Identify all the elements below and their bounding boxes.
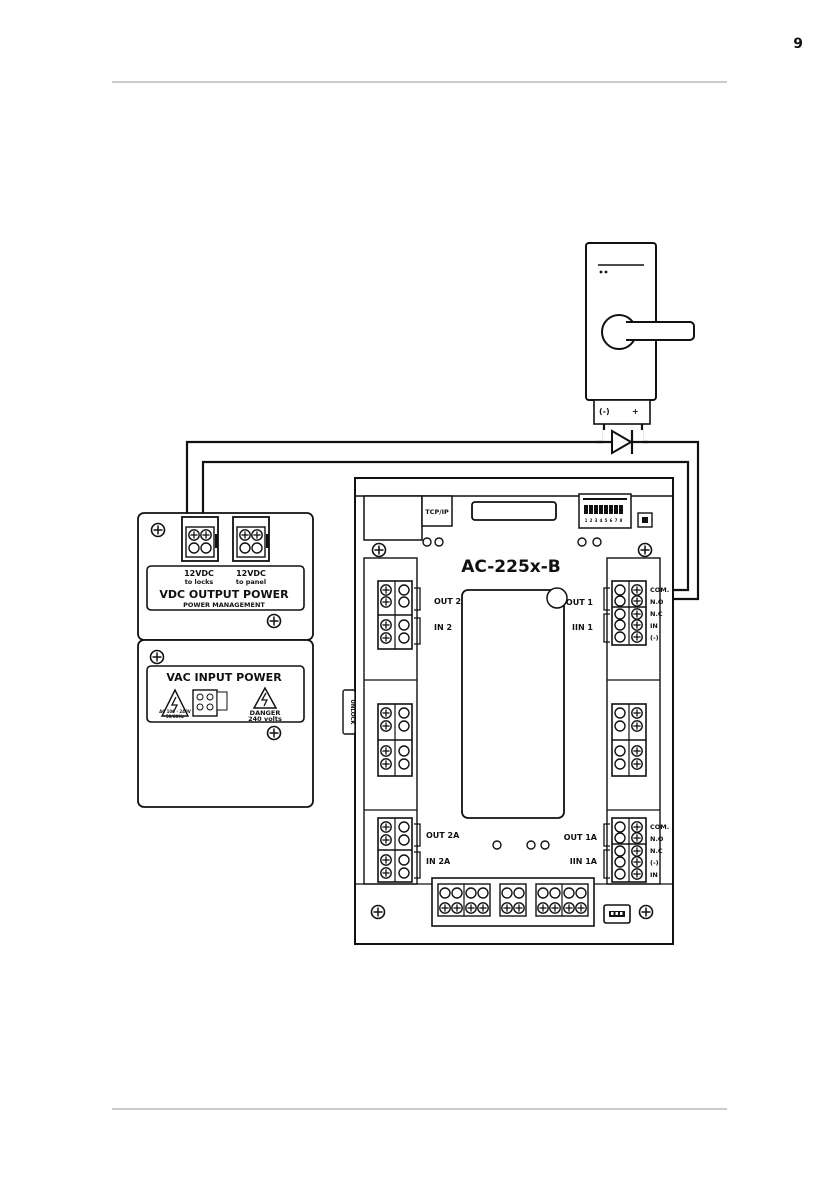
right-top-term-no: N.O: [650, 598, 664, 606]
door-lock: (-) +: [586, 243, 694, 424]
bottom-terminal-b[interactable]: [500, 884, 526, 916]
right-bottom-term-nc: N.C: [650, 847, 663, 855]
psu-input-line2: 50/60Hz: [166, 714, 185, 719]
left-top-in-label: IN 2: [434, 623, 452, 632]
right-bottom-out-label: OUT 1A: [564, 833, 598, 842]
power-supply: 12VDC to locks 12VDC to panel VDC OUTPUT…: [138, 513, 313, 807]
psu-input-title: VAC INPUT POWER: [166, 671, 282, 684]
tcp-label: TCP/IP: [425, 508, 449, 516]
left-bottom-out-label: OUT 2A: [426, 831, 460, 840]
psu-out1-sub: to locks: [185, 578, 214, 586]
unlock-tab[interactable]: UNLOCK: [343, 690, 355, 734]
right-bottom-terminal[interactable]: [612, 818, 646, 882]
right-bottom-term-no: N.O: [650, 835, 664, 843]
danger-sub: 240 volts: [248, 715, 282, 723]
controller-model: AC-225x-B: [461, 557, 561, 577]
left-top-terminal[interactable]: [378, 581, 412, 649]
lock-plus-label: +: [632, 407, 639, 416]
psu-out2-sub: to panel: [236, 578, 266, 586]
right-middle-terminal[interactable]: [612, 704, 646, 776]
right-top-term-gnd: (-): [650, 634, 659, 642]
dip-num: 8: [620, 518, 623, 523]
psu-out1-label: 12VDC: [184, 569, 214, 578]
psu-terminal-panel[interactable]: [233, 517, 269, 561]
left-bottom-terminal[interactable]: [378, 818, 412, 882]
unlock-label: UNLOCK: [349, 699, 355, 725]
ethernet-port[interactable]: TCP/IP: [422, 496, 452, 526]
psu-out2-label: 12VDC: [236, 569, 266, 578]
dip-switch[interactable]: 1 2 3 4 5 6 7 8: [579, 494, 631, 528]
dip-num: 5: [605, 518, 608, 523]
right-bottom-term-gnd: (-): [650, 859, 659, 867]
dip-num: 1: [585, 518, 588, 523]
usb-port[interactable]: [604, 905, 630, 923]
right-top-out-label: OUT 1: [566, 598, 594, 607]
right-top-term-nc: N.C: [650, 610, 663, 618]
right-bottom-term-in: IN: [650, 871, 658, 879]
dip-num: 3: [595, 518, 598, 523]
bottom-terminal-a[interactable]: [438, 884, 490, 916]
dip-num: 4: [600, 518, 603, 523]
right-top-term-com: COM.: [650, 586, 669, 594]
dip-num: 7: [615, 518, 618, 523]
right-top-term-in: IN: [650, 622, 658, 630]
psu-terminal-locks[interactable]: [182, 517, 218, 561]
bottom-terminal-c[interactable]: [536, 884, 588, 916]
left-bottom-in-label: IN 2A: [426, 857, 451, 866]
right-bottom-term-com: COM.: [650, 823, 669, 831]
right-top-terminal[interactable]: [612, 581, 646, 645]
psu-output-title: VDC OUTPUT POWER: [159, 588, 289, 601]
right-top-in-label: IIN 1: [572, 623, 593, 632]
bottom-terminal-strip[interactable]: [432, 878, 594, 926]
left-top-out-label: OUT 2: [434, 597, 461, 606]
diode-icon: [596, 430, 648, 454]
lock-minus-label: (-): [599, 407, 610, 416]
reset-button[interactable]: [638, 513, 652, 527]
dip-num: 6: [610, 518, 613, 523]
right-bottom-in-label: IIN 1A: [570, 857, 598, 866]
page-number: 9: [793, 36, 803, 52]
left-middle-terminal[interactable]: [378, 704, 412, 776]
controller-board: TCP/IP 1 2 3 4 5 6 7 8: [343, 478, 673, 944]
dip-num: 2: [590, 518, 593, 523]
psu-output-sub: POWER MANAGEMENT: [183, 601, 265, 609]
